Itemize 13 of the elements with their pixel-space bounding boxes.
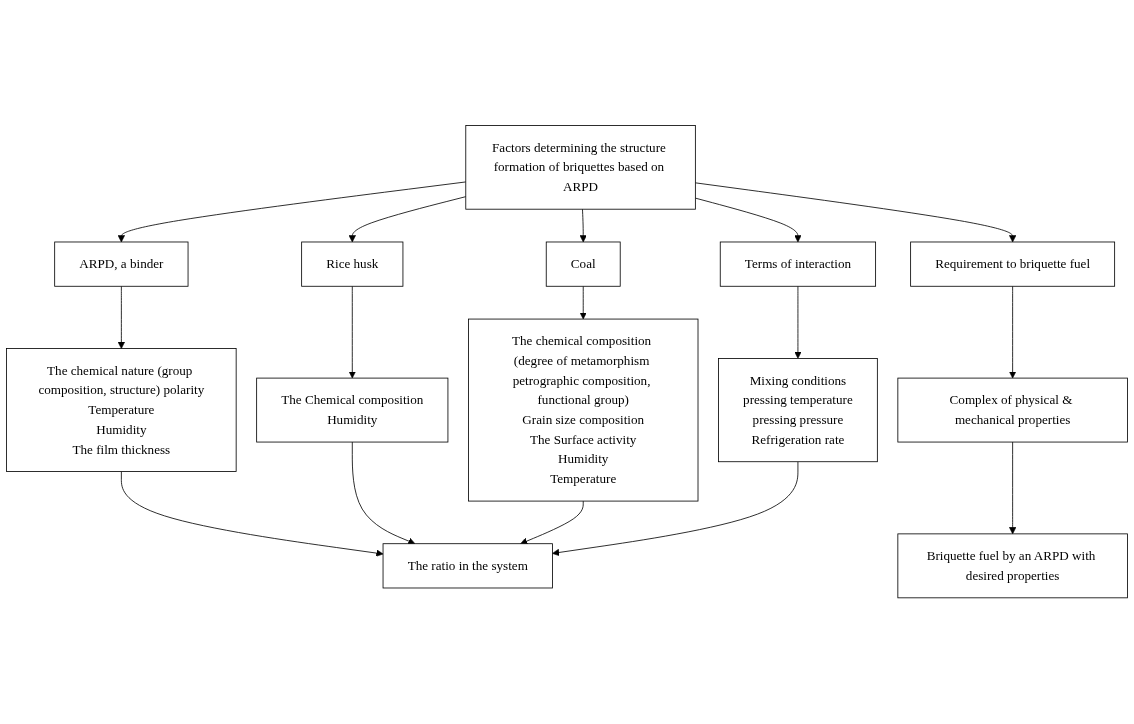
node-box: ARPD, a binder — [54, 241, 189, 287]
node-box: The chemical nature (group composition, structure) polarity Temperature Humidity The film thickness — [6, 348, 237, 473]
node-box: Mixing conditions pressing temperature pressing pressure Refrigeration rate — [718, 358, 878, 463]
node-box: Coal — [545, 241, 621, 287]
node-box: The ratio in the system — [382, 543, 553, 589]
node-box: The chemical composition (degree of metamorphism petrographic composition, functional group) Grain size composition The Surface activity Humidity Temperature — [468, 318, 699, 502]
node-box: Factors determining the structure formation of briquettes based on ARPD — [465, 125, 696, 210]
node-box: Terms of interaction — [719, 241, 877, 287]
node-box: Rice husk — [301, 241, 404, 287]
node-box: The Chemical composition Humidity — [256, 377, 449, 443]
node-box: Requirement to briquette fuel — [910, 241, 1116, 287]
node-box: Complex of physical & mechanical properties — [897, 377, 1128, 443]
node-box: Briquette fuel by an ARPD with desired properties — [897, 533, 1128, 599]
